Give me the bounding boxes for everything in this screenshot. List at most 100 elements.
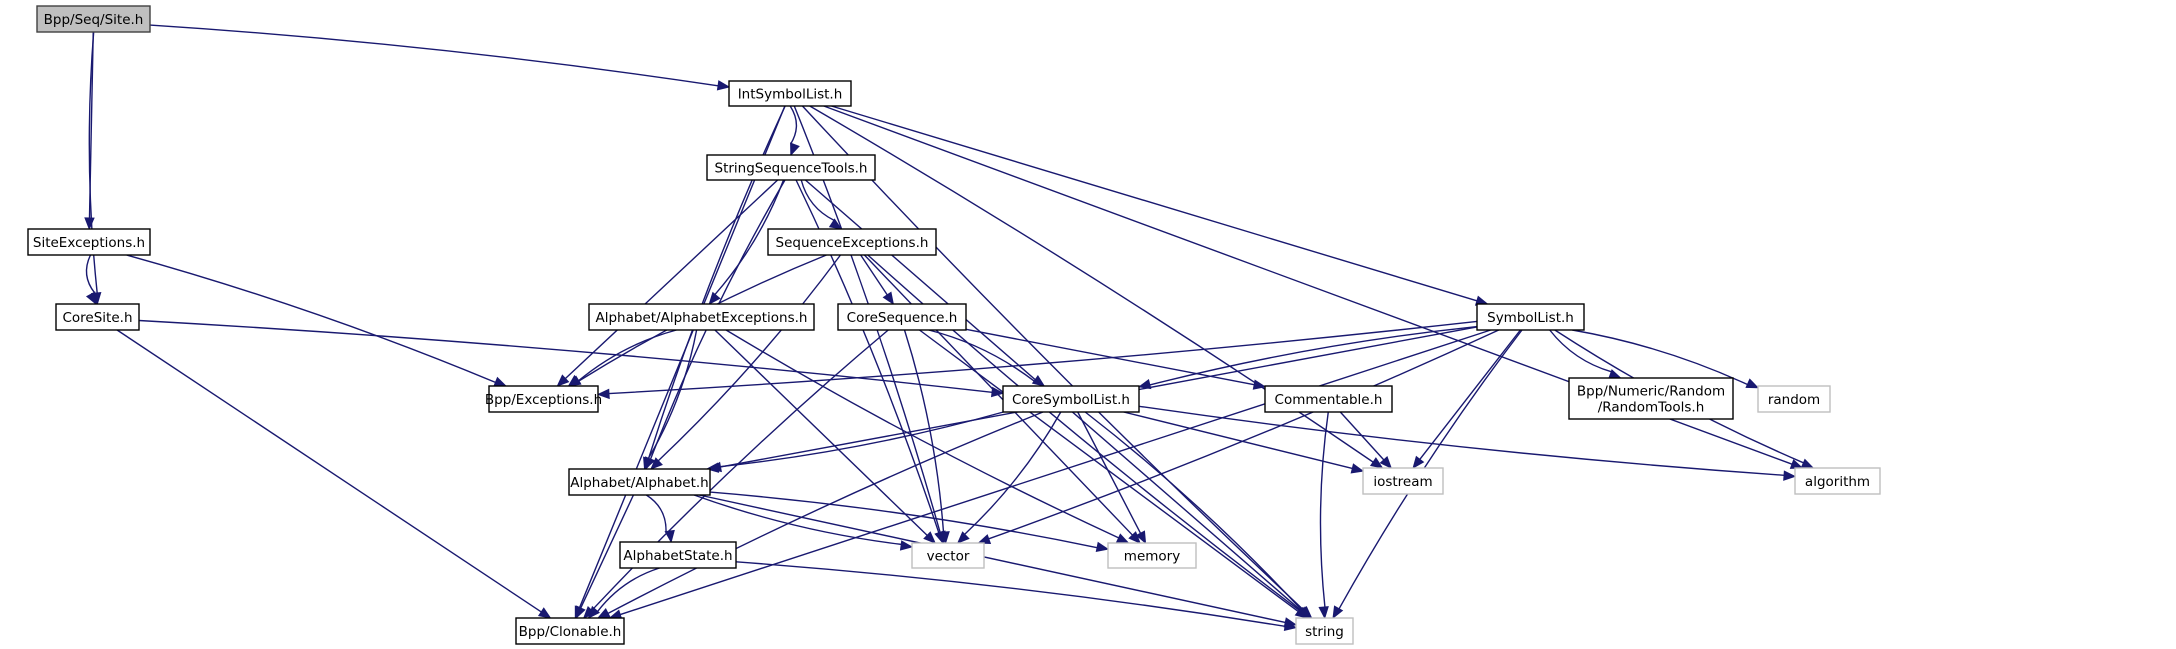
node-box-stringsequencetools[interactable] [706,154,876,181]
node-label-siteexceptions: SiteExceptions.h [33,235,145,251]
node-coresite[interactable]: CoreSite.h [55,303,140,331]
edge-alphabetstate-to-string [735,561,1286,628]
node-label-alphabet: Alphabet/Alphabet.h [570,475,709,491]
node-label-intsymbollist: IntSymbolList.h [738,87,843,103]
arrowhead-coresite-to-coresymbollist [990,386,1005,398]
node-label-alphabetexceptions: Alphabet/AlphabetExceptions.h [596,310,808,326]
node-coresequence[interactable]: CoreSequence.h [837,303,967,331]
node-site[interactable]: Bpp/Seq/Site.h [36,5,151,33]
arrowhead-site-to-siteexceptions [84,217,95,231]
node-box-intsymbollist[interactable] [728,80,852,107]
nodes-layer: Bpp/Seq/Site.hIntSymbolList.hStringSeque… [27,5,1881,645]
edge-sequenceexceptions-to-coresequence [860,254,888,296]
arrowhead-alphabetexceptions-to-exceptions [567,374,581,387]
arrowhead-coresymbollist-to-clonable [596,608,611,619]
node-intsymbollist[interactable]: IntSymbolList.h [728,80,852,107]
arrowhead-coresymbollist-to-iostream [1350,463,1365,474]
arrowhead-alphabet-to-alphabetstate [664,529,675,544]
edge-coresymbollist-to-string [1084,411,1303,612]
arrowhead-siteexceptions-to-coresite [85,291,97,306]
node-box-clonable[interactable] [515,617,625,645]
node-algorithm: algorithm [1794,467,1881,495]
arrowhead-intsymbollist-to-stringsequencetools [790,142,800,157]
node-exceptions[interactable]: Bpp/Exceptions.h [485,385,602,413]
node-randomtools[interactable]: Bpp/Numeric/Random/RandomTools.h [1568,377,1734,420]
node-box-coresite[interactable] [55,303,140,331]
edge-coresite-to-coresymbollist [138,319,993,394]
arrowhead-alphabet-to-vector [899,540,914,551]
node-memory: memory [1107,542,1197,569]
node-box-coresequence[interactable] [837,303,967,331]
node-box-siteexceptions[interactable] [27,228,151,256]
node-label-iostream: iostream [1373,474,1432,490]
node-coresymbollist[interactable]: CoreSymbolList.h [1002,385,1140,413]
node-box-string [1295,617,1354,645]
node-label-stringsequencetools: StringSequenceTools.h [715,161,868,177]
edge-coresite-to-clonable [116,329,542,613]
arrowhead-coresymbollist-to-vector [956,531,970,544]
arrowhead-sequenceexceptions-to-memory [1128,531,1141,544]
node-label-randomtools: /RandomTools.h [1598,400,1705,416]
node-stringsequencetools[interactable]: StringSequenceTools.h [706,154,876,181]
node-label-alphabetstate: AlphabetState.h [623,548,732,564]
node-box-coresymbollist[interactable] [1002,385,1140,413]
arrowhead-coresymbollist-to-alphabet [705,462,720,473]
node-box-alphabetstate[interactable] [619,541,737,569]
edge-alphabetexceptions-to-alphabet [647,329,698,460]
edge-stringsequencetools-to-alphabetexceptions [714,179,785,296]
edge-alphabetexceptions-to-exceptions [577,329,677,382]
arrowhead-coresequence-to-vector [939,531,950,545]
node-siteexceptions[interactable]: SiteExceptions.h [27,228,151,256]
node-label-random: random [1768,392,1820,408]
edge-symbollist-to-randomtools [1549,329,1612,373]
node-box-alphabet[interactable] [568,468,711,496]
edge-alphabet-to-clonable [580,494,635,609]
node-box-site[interactable] [36,5,151,33]
edge-commentable-to-iostream [1339,411,1385,461]
node-string: string [1295,617,1354,645]
edge-alphabet-to-vector [693,494,902,546]
edge-symbollist-to-vector [988,329,1500,540]
edge-siteexceptions-to-coresite [85,254,96,294]
node-box-vector [911,542,985,569]
arrowhead-commentable-to-string [1318,606,1329,620]
edge-coresymbollist-to-clonable [607,411,1044,614]
edge-sequenceexceptions-to-alphabet [657,254,842,462]
node-symbollist[interactable]: SymbolList.h [1476,303,1585,331]
arrowhead-coresymbollist-to-string [1298,606,1312,619]
arrowhead-alphabetexceptions-to-alphabet [643,456,655,471]
node-alphabetstate[interactable]: AlphabetState.h [619,541,737,569]
edge-symbollist-to-string [1338,329,1523,610]
node-box-alphabetexceptions[interactable] [588,303,815,331]
node-label-memory: memory [1124,549,1180,565]
node-box-sequenceexceptions[interactable] [767,228,937,256]
node-label-algorithm: algorithm [1805,474,1870,490]
edge-symbollist-to-coresymbollist [1149,325,1478,386]
node-box-algorithm [1794,467,1881,495]
node-label-coresymbollist: CoreSymbolList.h [1012,392,1130,408]
node-sequenceexceptions[interactable]: SequenceExceptions.h [767,228,937,256]
arrowhead-alphabetexceptions-to-memory [1115,533,1130,544]
edge-coresymbollist-to-iostream [1123,411,1353,470]
node-box-exceptions[interactable] [488,385,599,413]
node-box-memory [1107,542,1197,569]
arrowhead-symbollist-to-algorithm [1800,458,1815,469]
edge-intsymbollist-to-alphabet [647,105,786,459]
node-box-randomtools[interactable] [1568,377,1734,420]
node-label-vector: vector [927,549,970,565]
node-box-symbollist[interactable] [1476,303,1585,331]
arrowhead-coresite-to-clonable [537,607,552,619]
node-label-symbollist: SymbolList.h [1487,310,1574,326]
arrowhead-intsymbollist-to-iostream [1369,457,1384,469]
node-alphabetexceptions[interactable]: Alphabet/AlphabetExceptions.h [588,303,815,331]
edge-coresymbollist-to-memory [1077,411,1142,534]
node-clonable[interactable]: Bpp/Clonable.h [515,617,625,645]
edge-coresequence-to-coresymbollist [928,329,1035,382]
arrowhead-symbollist-to-string [1332,605,1344,620]
edge-alphabetstate-to-clonable [596,567,660,613]
node-alphabet[interactable]: Alphabet/Alphabet.h [568,468,711,496]
arrowhead-coresequence-to-commentable [1252,379,1267,390]
node-box-commentable[interactable] [1264,385,1393,413]
edge-stringsequencetools-to-sequenceexceptions [800,179,835,222]
node-commentable[interactable]: Commentable.h [1264,385,1393,413]
